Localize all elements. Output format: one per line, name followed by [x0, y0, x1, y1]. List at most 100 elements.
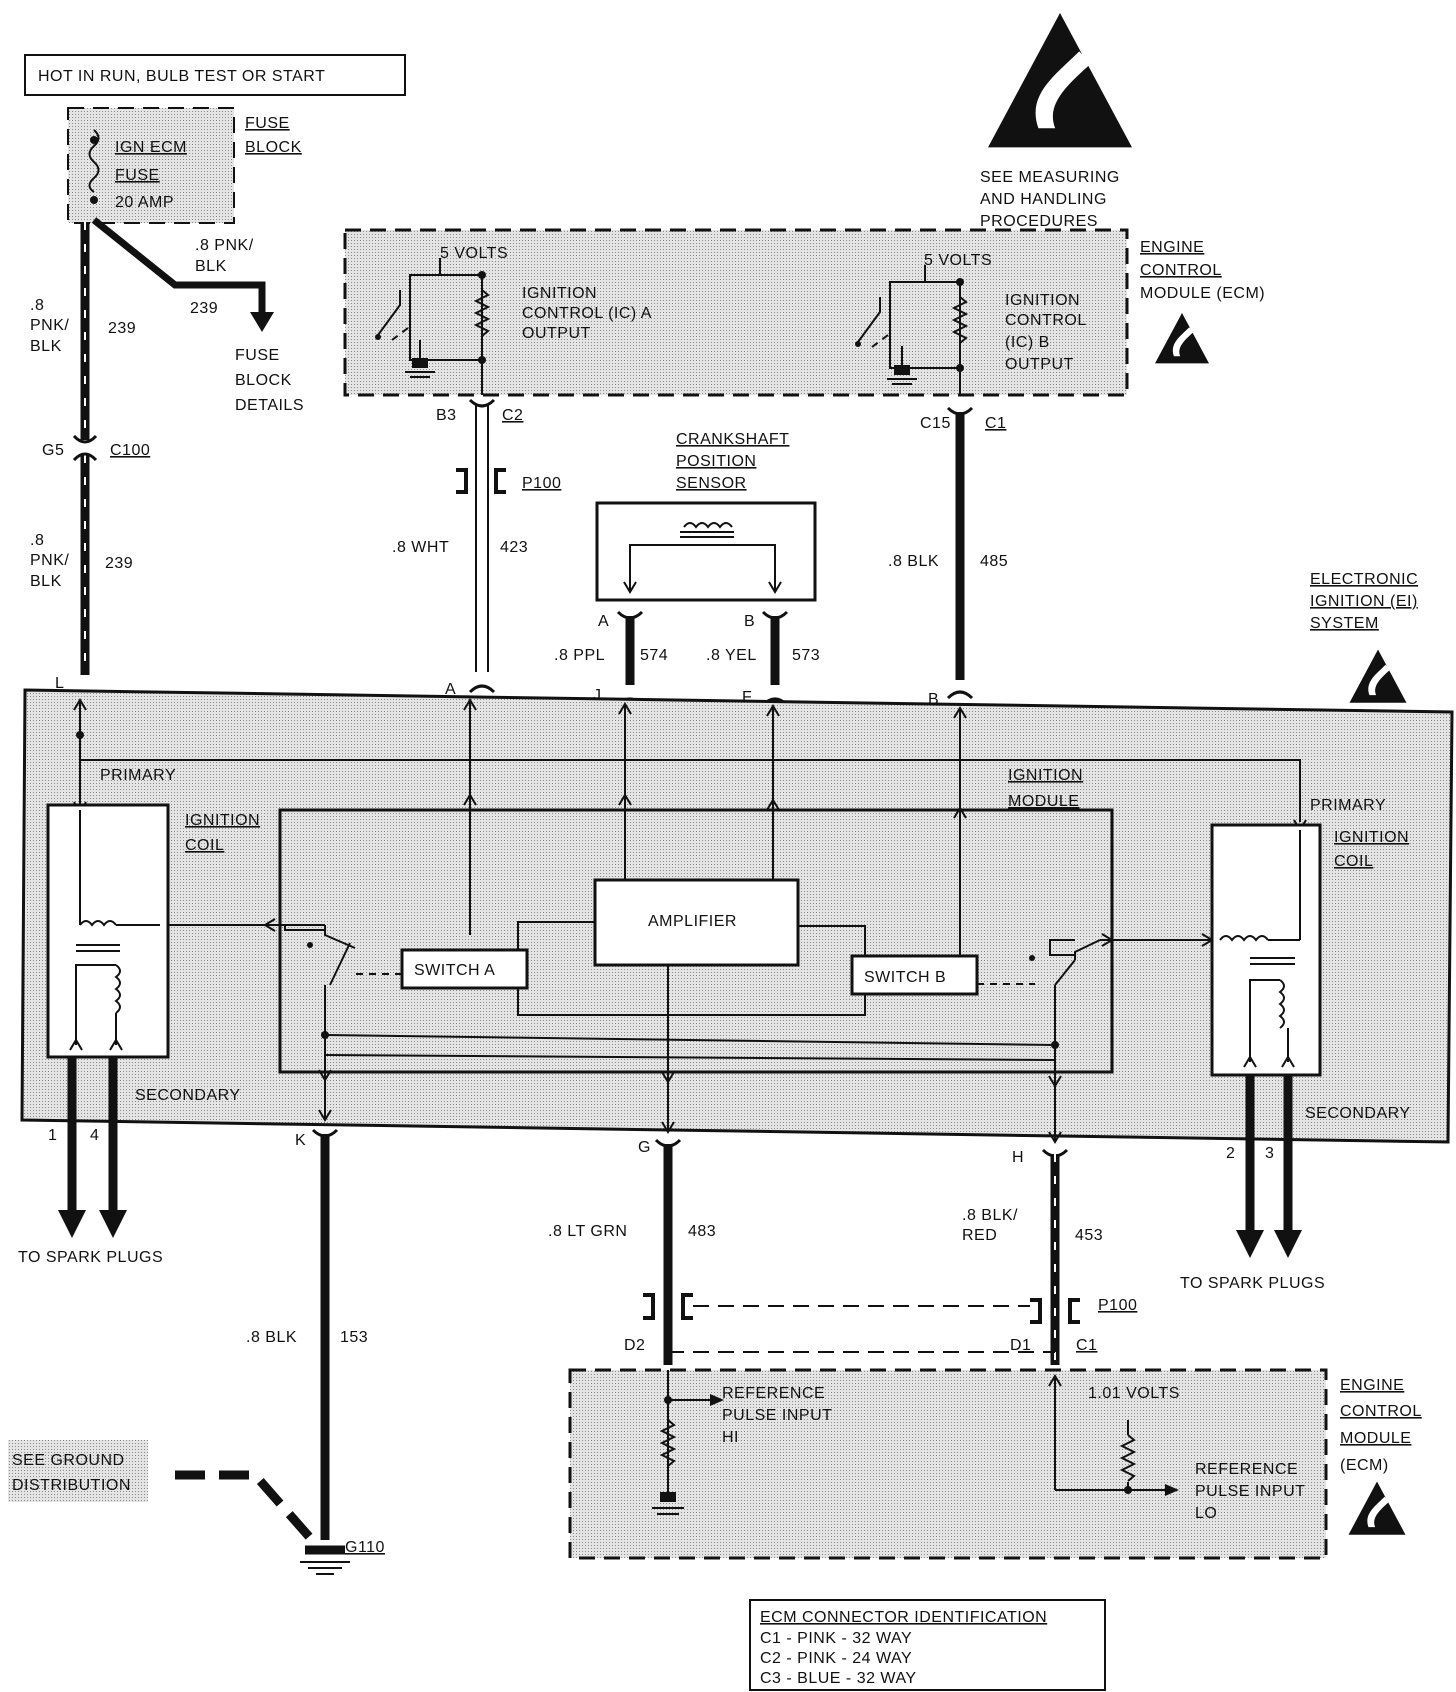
diagram-label: CONTROL — [1005, 312, 1087, 329]
diagram-label: BLOCK — [235, 372, 292, 389]
diagram-label: SEE GROUND — [12, 1452, 125, 1469]
diagram-label: ENGINE — [1340, 1377, 1404, 1394]
diagram-label: L — [55, 675, 64, 692]
ei-labels: PRIMARY IGNITION COIL IGNITION MODULE AM… — [100, 767, 1410, 1122]
diagram-label: D2 — [624, 1337, 645, 1354]
ei-title: ELECTRONIC IGNITION (EI) SYSTEM — [1310, 571, 1418, 632]
diagram-label: .8 BLK — [246, 1329, 297, 1346]
ei-internal — [73, 698, 1307, 1144]
diagram-label: PULSE INPUT — [1195, 1483, 1305, 1500]
diagram-label: 239 — [105, 555, 133, 572]
diagram-label: SENSOR — [676, 475, 747, 492]
diagram-label: J — [593, 687, 602, 704]
esd-warning-icon — [988, 12, 1132, 148]
fuse-block: IGN ECM FUSE 20 AMP FUSE BLOCK — [67, 107, 302, 224]
diagram-label: 3 — [1265, 1145, 1274, 1162]
esd-ecm-top-icon — [1155, 313, 1209, 364]
diagram-label: COIL — [185, 837, 224, 854]
header-box: HOT IN RUN, BULB TEST OR START — [24, 54, 406, 96]
crank-sensor: CRANKSHAFT POSITION SENSOR — [595, 431, 817, 602]
diagram-label: 5 VOLTS — [924, 252, 992, 269]
diagram-label: MODULE (ECM) — [1140, 285, 1265, 302]
diagram-label: A — [445, 681, 456, 698]
diagram-label: AND HANDLING — [980, 191, 1107, 208]
diagram-label: IGNITION — [185, 812, 260, 829]
diagram-label: ECM CONNECTOR IDENTIFICATION — [760, 1609, 1047, 1626]
sensor-coil-icon — [683, 522, 733, 529]
diagram-label: C1 - PINK - 32 WAY — [760, 1630, 912, 1647]
diagram-label: PNK/ — [30, 552, 69, 569]
diagram-label: HI — [722, 1429, 739, 1446]
diagram-label: .8 WHT — [392, 539, 449, 556]
ic-a-wire — [456, 398, 506, 694]
diagram-label: .8 — [30, 297, 44, 314]
diagram-label: B — [928, 691, 939, 708]
diagram-label: RED — [962, 1227, 997, 1244]
diagram-label: F — [742, 689, 752, 706]
diagram-label: PROCEDURES — [980, 213, 1098, 230]
diagram-label: DISTRIBUTION — [12, 1477, 131, 1494]
diagram-label: P100 — [1098, 1297, 1137, 1314]
diagram-label: 2 — [1226, 1145, 1235, 1162]
diagram-label: 573 — [792, 647, 820, 664]
resistor-icon — [1119, 1434, 1137, 1482]
diagram-label: C2 — [502, 407, 523, 424]
diagram-label: C1 — [985, 415, 1006, 432]
diagram-label: 1.01 VOLTS — [1088, 1385, 1180, 1402]
diagram-label: 574 — [640, 647, 668, 664]
diagram-label: CONTROL — [1140, 262, 1222, 279]
diagram-label: 20 AMP — [115, 194, 174, 211]
diagram-label: SEE MEASURING — [980, 169, 1120, 186]
diagram-label: PRIMARY — [1310, 797, 1386, 814]
diagram-label: IGNITION — [1334, 829, 1409, 846]
diagram-label: DETAILS — [235, 397, 304, 414]
ground-note: SEE GROUND DISTRIBUTION — [8, 1440, 148, 1502]
feed-wire — [72, 217, 274, 675]
diagram-label: PRIMARY — [100, 767, 176, 784]
diagram-label: LO — [1195, 1505, 1217, 1522]
diagram-label: G5 — [42, 442, 64, 459]
diagram-label: BLOCK — [245, 139, 302, 156]
diagram-label: (ECM) — [1340, 1457, 1389, 1474]
diagram-label: 485 — [980, 553, 1008, 570]
diagram-label: SYSTEM — [1310, 615, 1379, 632]
diagram-label: 4 — [90, 1127, 99, 1144]
ecm-top-title: ENGINE CONTROL MODULE (ECM) — [1140, 239, 1265, 302]
ecm-top: 5 VOLTS IGNITION CONTROL (IC) A OUTPUT 5… — [343, 228, 1129, 397]
diagram-label: (IC) B — [1005, 334, 1050, 351]
ref-hi-wire — [643, 1138, 693, 1380]
diagram-label: .8 — [30, 532, 44, 549]
diagram-label: POSITION — [676, 453, 756, 470]
spark-left-label: TO SPARK PLUGS — [18, 1249, 163, 1266]
diagram-label: .8 BLK — [888, 553, 939, 570]
diagram-label: P100 — [522, 475, 561, 492]
diagram-label: CONTROL — [1340, 1403, 1422, 1420]
right-ignition-coil — [1210, 823, 1322, 1077]
diagram-label: IGNITION (EI) — [1310, 593, 1418, 610]
diagram-label: A — [598, 613, 609, 630]
diagram-label: MODULE — [1340, 1430, 1411, 1447]
diagram-label: ELECTRONIC — [1310, 571, 1418, 588]
diagram-label: K — [295, 1132, 306, 1149]
ref-lo-wire — [1030, 1148, 1080, 1380]
resistor-icon — [951, 296, 969, 344]
ic-b-wire — [946, 406, 974, 700]
diagram-label: CRANKSHAFT — [676, 431, 789, 448]
amplifier-label: AMPLIFIER — [648, 913, 737, 930]
diagram-label: G — [638, 1139, 651, 1156]
diagram-label: C2 - PINK - 24 WAY — [760, 1650, 912, 1667]
diagram-label: 239 — [190, 300, 218, 317]
diagram-label: .8 LT GRN — [548, 1223, 627, 1240]
spark-right-label: TO SPARK PLUGS — [1180, 1275, 1325, 1292]
diagram-label: IGNITION — [1005, 292, 1080, 309]
resistor-icon — [473, 289, 491, 337]
diagram-label: 1 — [48, 1127, 57, 1144]
diagram-label: REFERENCE — [1195, 1461, 1298, 1478]
diagram-label: .8 PNK/ — [195, 237, 254, 254]
diagram-label: COIL — [1334, 853, 1373, 870]
diagram-label: C15 — [920, 415, 951, 432]
diagram-label: ENGINE — [1140, 239, 1204, 256]
diagram-label: C1 — [1076, 1337, 1097, 1354]
diagram-label: .8 BLK/ — [962, 1207, 1018, 1224]
